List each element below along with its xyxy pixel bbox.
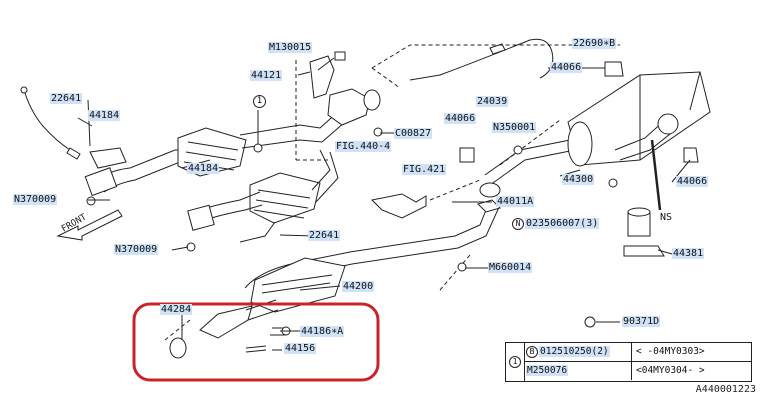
part-label-44381[interactable]: 44381 (672, 248, 705, 259)
callout-box (132, 302, 380, 382)
part-label-ns[interactable]: NS (660, 212, 673, 223)
part-label-44156[interactable]: 44156 (284, 343, 317, 354)
part-label-44121[interactable]: 44121 (250, 70, 283, 81)
y-pipe-flange (327, 88, 371, 126)
part-label-44284[interactable]: 44284 (160, 304, 193, 315)
part-label-n350001[interactable]: N350001 (492, 122, 537, 133)
table-cell-note-1: < -04MY0303> (636, 346, 705, 357)
part-label-44200[interactable]: 44200 (342, 281, 375, 292)
cat-converter-lower (249, 172, 321, 224)
part-label-c00827[interactable]: C00827 (394, 128, 433, 139)
part-label-n370009-top[interactable]: N370009 (13, 194, 58, 205)
part-label-44300[interactable]: 44300 (562, 174, 595, 185)
table-cell-note-2: <04MY0304- > (636, 365, 705, 376)
part-label-44184-mid[interactable]: 44184 (187, 163, 220, 174)
part-label-22690b[interactable]: 22690∗B (572, 38, 617, 49)
part-label-m660014[interactable]: M660014 (488, 262, 533, 273)
part-label-44184-left[interactable]: 44184 (88, 110, 121, 121)
table-row: M250076 <04MY0304- > (524, 362, 751, 380)
part-label-44186a[interactable]: 44186∗A (300, 326, 345, 337)
part-label-n370009-lower[interactable]: N370009 (114, 244, 159, 255)
front-arrow (56, 209, 123, 241)
fig-ref-421[interactable]: FIG.421 (402, 164, 447, 175)
part-label-44066-right[interactable]: 44066 (676, 176, 709, 187)
part-label-44066-mid[interactable]: 44066 (444, 113, 477, 124)
table-ref-circle: 1 (509, 356, 521, 368)
circled-n-icon: N (512, 218, 524, 230)
circled-b-icon: B (526, 346, 538, 358)
table-cell-part-2[interactable]: M250076 (526, 365, 569, 376)
part-label-44066-top[interactable]: 44066 (550, 62, 583, 73)
o2-sensor-wire-left (23, 89, 71, 151)
diagram-code: A440001223 (695, 384, 756, 395)
part-label-44011a[interactable]: 44011A (496, 196, 535, 207)
ref-circle-1: 1 (253, 95, 266, 108)
front-pipe-assembly (199, 305, 253, 339)
gasket-left (89, 147, 127, 169)
table-lead-cell: 1 (506, 343, 525, 381)
fig-ref-440-4[interactable]: FIG.440-4 (335, 141, 392, 152)
center-resonator (250, 257, 346, 313)
part-label-90371d[interactable]: 90371D (622, 316, 661, 327)
part-label-24039[interactable]: 24039 (476, 96, 509, 107)
part-label-22641-lower[interactable]: 22641 (308, 230, 341, 241)
part-label-m130015[interactable]: M130015 (268, 42, 313, 53)
part-label-22641-top[interactable]: 22641 (50, 93, 83, 104)
gasket-44284 (169, 337, 187, 359)
